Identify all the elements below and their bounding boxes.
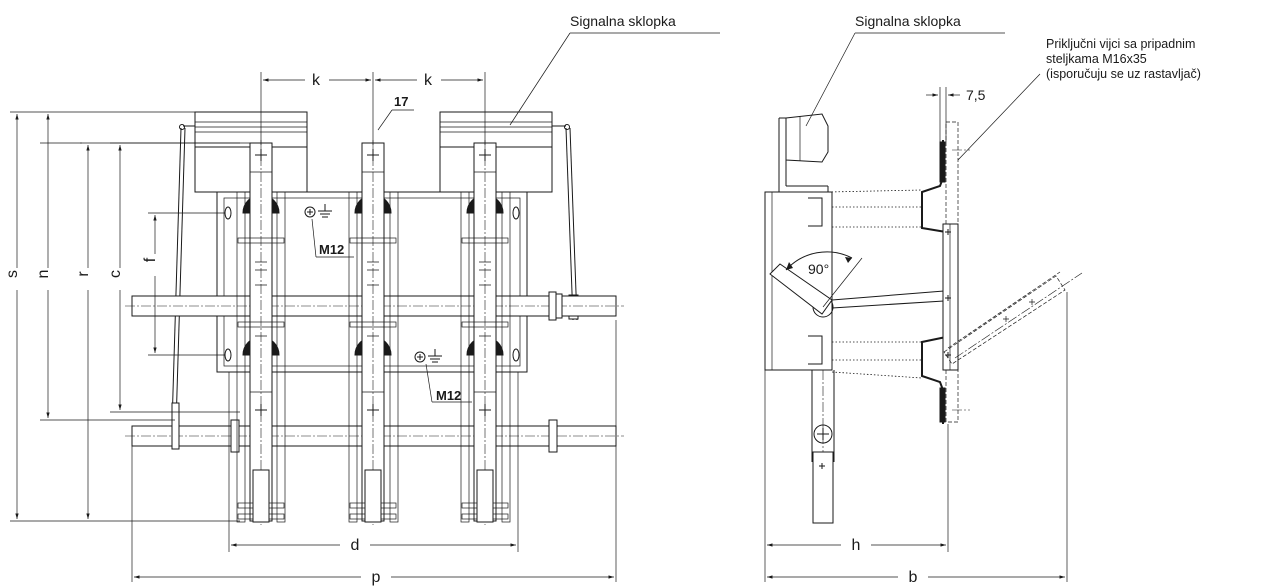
terminal-note-line-1: Priključni vijci sa pripadnim bbox=[1046, 37, 1195, 51]
opened-blade bbox=[943, 271, 1083, 365]
earth-symbol-icon bbox=[304, 204, 442, 363]
dimension-horizontal bbox=[131, 320, 617, 586]
pole-1 bbox=[237, 140, 285, 525]
side-view bbox=[764, 32, 1083, 586]
terminal-note-line-2: steljkama M16x35 bbox=[1046, 52, 1147, 66]
signal-switch-front-label: Signalna sklopka bbox=[570, 13, 676, 29]
dim-b: b bbox=[909, 569, 918, 586]
blade-width-label: 17 bbox=[394, 94, 408, 109]
dim-s: s bbox=[4, 270, 21, 278]
pole-2 bbox=[349, 140, 397, 525]
dimension-7-5 bbox=[926, 87, 960, 142]
dimension-k bbox=[260, 72, 486, 145]
front-view bbox=[8, 32, 720, 586]
insulator-rods bbox=[236, 191, 511, 523]
side-dimensions bbox=[764, 292, 1068, 586]
terminal-note-line-3: (isporučuju se uz rastavljač) bbox=[1046, 67, 1201, 81]
bolt-label-top: M12 bbox=[319, 242, 344, 257]
bolt-leaders bbox=[311, 218, 472, 403]
dim-h: h bbox=[852, 537, 861, 554]
dim-r: r bbox=[75, 271, 92, 277]
side-signal-switch bbox=[778, 113, 829, 192]
side-base-profile bbox=[921, 140, 947, 424]
dimension-vertical bbox=[8, 111, 250, 522]
projection-lines bbox=[827, 189, 923, 379]
bolt-label-bottom: M12 bbox=[436, 388, 461, 403]
dim-n: n bbox=[35, 270, 52, 279]
dim-d: d bbox=[351, 537, 360, 554]
angle-label: 90° bbox=[808, 261, 829, 277]
dim-c: c bbox=[107, 270, 124, 278]
dim-k-right: k bbox=[424, 72, 433, 89]
dim-p: p bbox=[372, 569, 381, 586]
signal-switch-side-label: Signalna sklopka bbox=[855, 13, 961, 29]
dim-f: f bbox=[142, 257, 159, 262]
dim-k-left: k bbox=[312, 72, 321, 89]
thickness-label: 7,5 bbox=[966, 87, 986, 103]
